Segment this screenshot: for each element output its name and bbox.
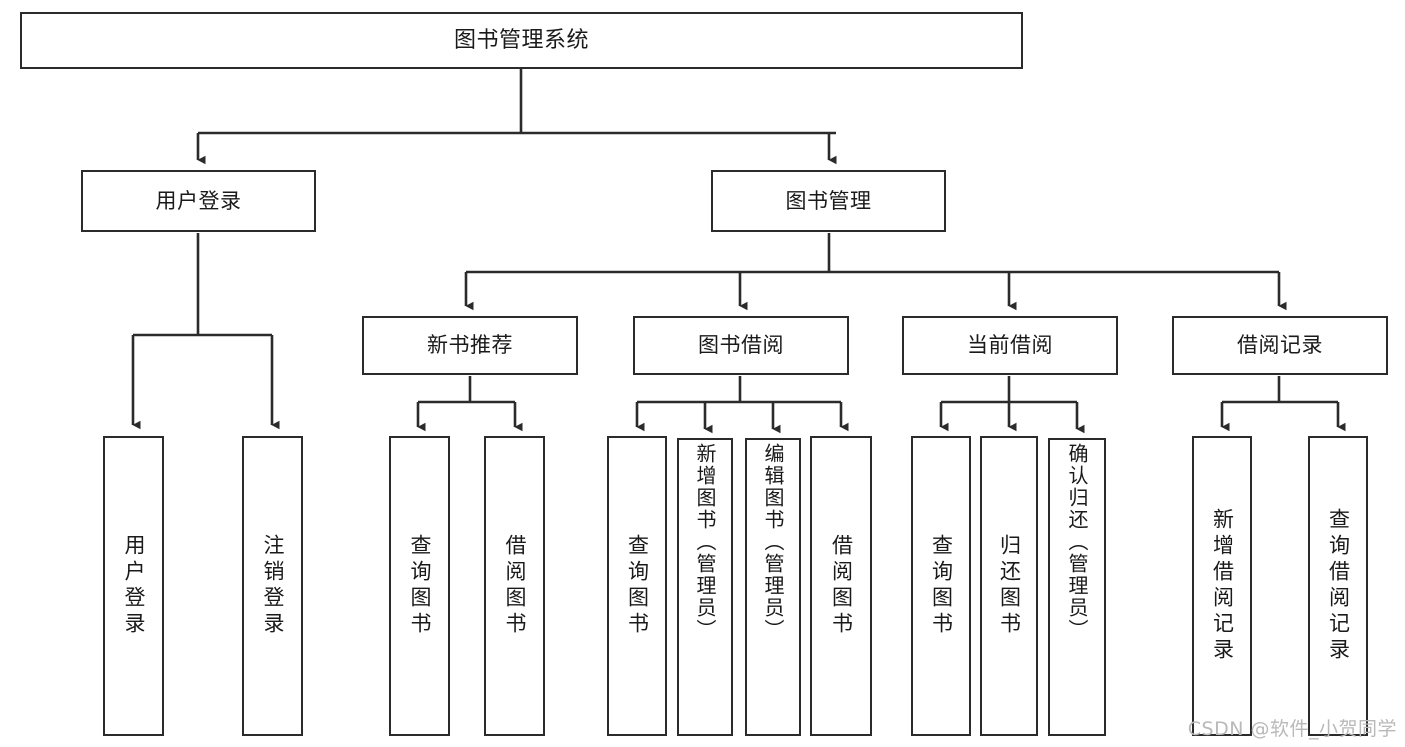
node-label: 图书管理系统 [453,27,589,53]
leaf-new-book-query-book[interactable]: 查询图书 [389,436,450,736]
node-label: 用户登录 [155,188,242,213]
node-label: 编辑图书（管理员） [761,443,785,641]
node-user-login[interactable]: 用户登录 [81,170,316,232]
leaf-current-borrow-query-book[interactable]: 查询图书 [911,436,971,736]
node-label: 借阅图书 [829,534,854,638]
node-label: 归还图书 [997,534,1022,638]
node-label: 查询图书 [625,534,650,638]
leaf-borrow-record-add-record[interactable]: 新增借阅记录 [1192,436,1252,736]
node-label: 新增借阅记录 [1210,508,1235,664]
node-new-book-recommend[interactable]: 新书推荐 [362,316,578,375]
node-label: 新书推荐 [427,333,513,358]
node-book-management[interactable]: 图书管理 [711,170,946,232]
node-label: 新增图书（管理员） [693,443,717,641]
leaf-book-borrow-add-book-admin[interactable]: 新增图书（管理员） [677,438,733,736]
leaf-user-login-signin[interactable]: 用户登录 [103,436,164,736]
node-label: 当前借阅 [967,333,1053,358]
node-label: 查询图书 [929,534,954,638]
leaf-book-borrow-query-book[interactable]: 查询图书 [607,436,667,736]
leaf-current-borrow-confirm-return-admin[interactable]: 确认归还（管理员） [1048,438,1106,736]
node-label: 注销登录 [261,534,285,638]
node-root-book-management-system[interactable]: 图书管理系统 [20,12,1023,69]
node-borrow-record[interactable]: 借阅记录 [1172,316,1388,375]
node-label: 用户登录 [122,534,146,638]
leaf-new-book-borrow-book[interactable]: 借阅图书 [484,436,545,736]
leaf-book-borrow-edit-book-admin[interactable]: 编辑图书（管理员） [745,438,801,736]
leaf-user-login-signout[interactable]: 注销登录 [242,436,303,736]
node-label: 借阅记录 [1237,333,1323,358]
leaf-borrow-record-query-record[interactable]: 查询借阅记录 [1308,436,1368,736]
leaf-current-borrow-return-book[interactable]: 归还图书 [980,436,1038,736]
csdn-watermark: CSDN @软件_小贺同学 [1187,718,1397,740]
node-book-borrow[interactable]: 图书借阅 [633,316,849,375]
node-label: 查询借阅记录 [1326,508,1351,664]
node-label: 图书管理 [785,188,872,213]
node-current-borrow[interactable]: 当前借阅 [902,316,1118,375]
leaf-book-borrow-borrow-book[interactable]: 借阅图书 [810,436,872,736]
node-label: 图书借阅 [698,333,784,358]
node-label: 借阅图书 [503,534,527,638]
node-label: 确认归还（管理员） [1065,443,1089,641]
node-label: 查询图书 [408,534,432,638]
